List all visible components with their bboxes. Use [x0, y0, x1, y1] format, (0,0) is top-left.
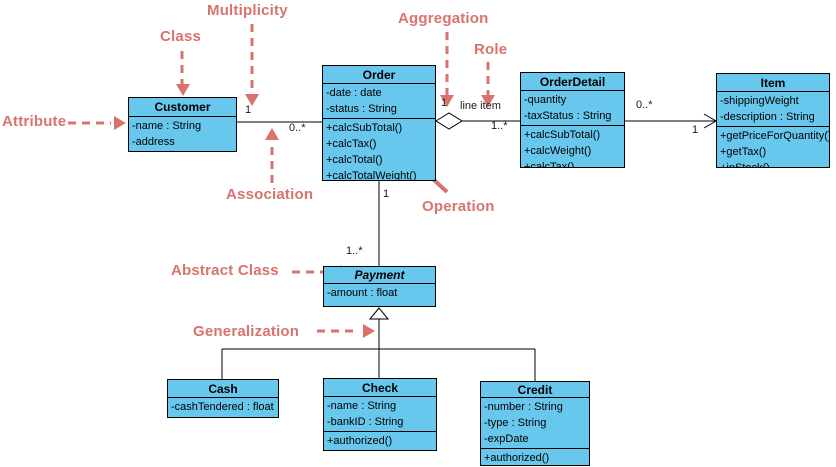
- annotation-arrow-multiplicity: [245, 24, 259, 106]
- attributes-compartment: -number : String -type : String -expDate: [481, 398, 589, 448]
- attribute-line: -name : String: [327, 400, 397, 412]
- class-payment[interactable]: Payment -amount : float: [323, 266, 436, 307]
- attribute-line: -expDate: [484, 433, 529, 445]
- annotation-operation: Operation: [422, 198, 495, 215]
- class-order[interactable]: Order -date : date -status : String +cal…: [322, 65, 436, 181]
- class-customer[interactable]: Customer -name : String -address: [128, 97, 237, 152]
- generalization-tree: [221, 307, 536, 381]
- operation-line: +authorized(): [327, 435, 393, 447]
- class-title: Cash: [168, 380, 278, 398]
- class-check[interactable]: Check -name : String -bankID : String +a…: [323, 378, 437, 451]
- operation-line: +calcSubTotal(): [326, 122, 403, 134]
- operations-compartment: +authorized(): [324, 431, 436, 450]
- attributes-compartment: -name : String -bankID : String: [324, 397, 436, 431]
- operations-compartment: +getPriceForQuantity() +getTax() +inStoc…: [717, 126, 829, 167]
- annotation-arrow-aggregation: [440, 32, 454, 107]
- annotation-class: Class: [160, 28, 202, 45]
- annotation-arrow-role: [481, 62, 495, 107]
- attribute-line: -number : String: [484, 401, 563, 413]
- operation-line: +calcTotalWeight(): [326, 170, 417, 180]
- class-cash[interactable]: Cash -cashTendered : float: [167, 379, 279, 418]
- multiplicity-label: 1: [383, 188, 390, 200]
- annotation-association: Association: [226, 186, 314, 203]
- operation-line: +calcTotal(): [326, 154, 383, 166]
- operation-line: +calcSubTotal(): [524, 129, 601, 141]
- operations-compartment: +calcSubTotal() +calcTax() +calcTotal() …: [323, 118, 435, 180]
- class-title: Credit: [481, 382, 589, 398]
- multiplicity-label: 0..*: [289, 122, 306, 134]
- multiplicity-label: 1..*: [491, 120, 508, 132]
- attribute-line: -amount : float: [327, 287, 398, 299]
- multiplicity-label: 1: [441, 97, 448, 109]
- attribute-line: -shippingWeight: [720, 95, 799, 107]
- operation-line: +inStock(): [720, 160, 826, 167]
- attributes-compartment: -name : String -address: [129, 117, 236, 151]
- class-title: Item: [717, 74, 829, 92]
- association-orderdetail-item: [625, 113, 717, 129]
- attribute-line: -cashTendered : float: [171, 401, 274, 413]
- aggregation-order-orderdetail: [435, 112, 520, 130]
- annotation-generalization: Generalization: [193, 323, 300, 340]
- annotation-arrow-attribute: [68, 116, 126, 130]
- attributes-compartment: -quantity -taxStatus : String: [521, 91, 624, 125]
- annotation-arrow-generalization: [317, 324, 375, 338]
- annotation-role: Role: [474, 41, 508, 58]
- attribute-line: -status : String: [326, 103, 397, 115]
- multiplicity-label: 1: [245, 104, 252, 116]
- class-title: Check: [324, 379, 436, 397]
- class-title: Order: [323, 66, 435, 84]
- multiplicity-label: 0..*: [636, 99, 653, 111]
- class-title: Payment: [324, 267, 435, 284]
- class-title: OrderDetail: [521, 73, 624, 91]
- class-orderdetail[interactable]: OrderDetail -quantity -taxStatus : Strin…: [520, 72, 625, 168]
- attribute-line: -type : String: [484, 417, 547, 429]
- operation-line: +getTax(): [720, 146, 767, 158]
- class-item[interactable]: Item -shippingWeight -description : Stri…: [716, 73, 830, 168]
- attribute-line: -bankID : String: [327, 416, 404, 428]
- attribute-line: -name : String: [132, 120, 202, 132]
- attributes-compartment: -cashTendered : float: [168, 398, 278, 417]
- attributes-compartment: -date : date -status : String: [323, 84, 435, 118]
- annotation-abstract-class: Abstract Class: [171, 262, 279, 279]
- operation-line: +calcTax(): [524, 161, 575, 167]
- operation-line: +calcWeight(): [524, 145, 592, 157]
- attribute-line: -address: [132, 136, 175, 148]
- attribute-line: -date : date: [326, 87, 382, 99]
- attribute-line: -description : String: [720, 111, 815, 123]
- operations-compartment: +calcSubTotal() +calcWeight() +calcTax(): [521, 125, 624, 167]
- attributes-compartment: -amount : float: [324, 284, 435, 306]
- annotation-attribute: Attribute: [2, 113, 67, 130]
- aggregation-diamond: [435, 112, 463, 130]
- attribute-line: -quantity: [524, 94, 567, 106]
- annotation-aggregation: Aggregation: [398, 10, 489, 27]
- multiplicity-label: 1..*: [346, 245, 363, 257]
- operation-line: +getPriceForQuantity(): [720, 130, 829, 142]
- annotation-arrow-class: [176, 51, 190, 96]
- attributes-compartment: -shippingWeight -description : String: [717, 92, 829, 126]
- multiplicity-label: 1: [692, 124, 699, 136]
- class-credit[interactable]: Credit -number : String -type : String -…: [480, 381, 590, 466]
- role-label: line item: [460, 100, 501, 112]
- class-title: Customer: [129, 98, 236, 117]
- operations-compartment: +authorized(): [481, 448, 589, 465]
- attribute-line: -taxStatus : String: [524, 110, 612, 122]
- annotation-multiplicity: Multiplicity: [207, 2, 288, 19]
- operation-line: +calcTax(): [326, 138, 377, 150]
- generalization-triangle: [368, 307, 390, 320]
- operation-line: +authorized(): [484, 452, 550, 464]
- annotation-arrow-association: [265, 128, 279, 183]
